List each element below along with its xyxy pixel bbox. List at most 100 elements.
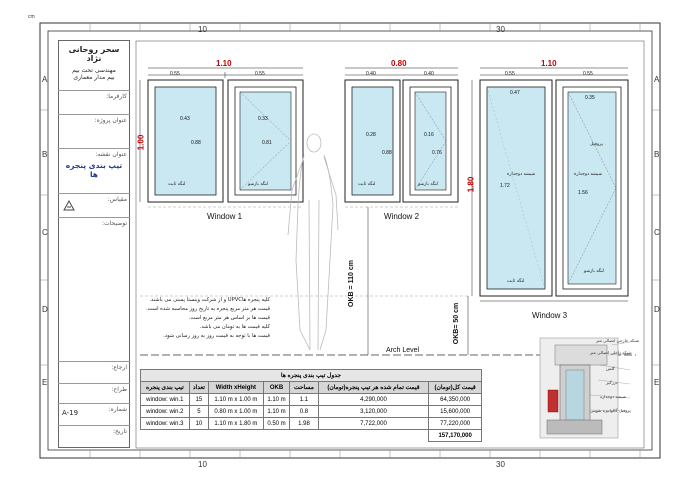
- company-line-1: مهندسی تحت بیم: [72, 67, 116, 74]
- window-2-fixed-tag: لنگه ثابت: [358, 182, 376, 187]
- window-2-sub-w2: 0.40: [424, 71, 434, 77]
- cell-type: window: win.2: [140, 405, 190, 418]
- employer-label: کارفرما:: [106, 93, 127, 100]
- cell-unit-price: 3,120,000: [317, 405, 430, 418]
- window-3-sub-w1: 0.55: [505, 71, 515, 77]
- window-3-sub-w2: 0.55: [583, 71, 593, 77]
- description-label: توضیحات:: [101, 220, 127, 227]
- ruler-top-30: 30: [496, 25, 505, 34]
- note-item: قیمت ها با توجه به قیمت روز به روز رسانی…: [163, 333, 270, 339]
- header-unit-price: قیمت تمام شده هر تیپ پنجره(تومان): [317, 381, 430, 394]
- project-field: عنوان پروژه:: [58, 115, 130, 149]
- window-1-fixed-tag: لنگه ثابت: [168, 182, 186, 187]
- table-row: window: win.1 15 1.10 m x 1.00 m 1.10 m …: [140, 393, 482, 406]
- sheet-number-field: شماره: A-19: [58, 404, 130, 426]
- window-2-label: Window 2: [384, 212, 420, 221]
- window-3-height: 1.80: [466, 176, 476, 193]
- cell-size: 0.80 m x 1.00 m: [208, 405, 264, 418]
- cell-count: 10: [188, 417, 210, 430]
- cell-area: 1.98: [289, 417, 319, 430]
- title-block: [58, 40, 130, 448]
- header-size: Width xHeight: [208, 381, 264, 394]
- note-item: قیمت هر متر مربع پنجره به تاریخ روز محاس…: [146, 306, 270, 312]
- title-block-header: سحر روحانی نژاد مهندسی تحت بیم بیم مدار …: [58, 41, 130, 91]
- profile-label: شبکه خارجی اتصالی متر: [596, 338, 640, 343]
- sheet-title: تیپ بندی پنجره ها: [65, 161, 123, 179]
- window-3-glass-h2: 1.56: [578, 190, 588, 196]
- cell-size: 1.10 m x 1.00 m: [208, 393, 264, 406]
- window-2-sub-w1: 0.40: [366, 71, 376, 77]
- cell-size: 1.10 m x 1.80 m: [208, 417, 264, 430]
- window-3-glass-w2: 0.35: [585, 95, 595, 101]
- scale-label: مقیاس:: [107, 196, 127, 203]
- profile-label: پروفیل گالوانیزه تقویتی: [590, 408, 631, 413]
- okb-110-label: OKB = 110 cm: [347, 260, 355, 307]
- cell-count: 15: [188, 393, 210, 406]
- window-3-profile-text: پروفیل: [590, 142, 603, 147]
- cell-total-price: 15,600,000: [428, 405, 482, 418]
- window-3-elevation: [471, 67, 629, 302]
- window-1-glass-h2: 0.81: [262, 140, 272, 146]
- window-3-glass-w1: 0.47: [510, 90, 520, 96]
- okb-50-label: OKB= 50 cm: [453, 302, 461, 345]
- window-1-height: 1.00: [136, 134, 146, 151]
- scale-field: مقیاس:: [58, 194, 130, 218]
- window-3-glass-text-1: شیشه دوجداره: [507, 172, 536, 177]
- ruler-right-e: E: [654, 378, 660, 387]
- revision-field: ارجاع:: [58, 362, 130, 384]
- human-figure: [287, 133, 339, 351]
- profile-label: شبکه داخلی اتصالی متر: [590, 350, 632, 355]
- header-count: تعداد: [188, 381, 210, 394]
- designer-field: طراح:: [58, 384, 130, 404]
- employer-field: کارفرما:: [58, 91, 130, 115]
- company-line-2: بیم مدار معماری: [73, 74, 115, 81]
- cell-okb: 1.10 m: [262, 393, 291, 406]
- window-3-glass-text-2: شیشه دوجداره: [574, 172, 603, 177]
- note-item: کلیه پنجره هاUPVC و از شرکت وینستا پستی …: [149, 297, 270, 303]
- ruler-left-c: C: [42, 228, 48, 237]
- window-2-width: 0.80: [391, 59, 407, 68]
- cell-area: 1.1: [289, 393, 319, 406]
- arch-level-label: Arch Level: [386, 347, 420, 354]
- window-2-glass-h2: 0.76: [432, 150, 442, 156]
- ruler-right-c: C: [654, 228, 660, 237]
- ruler-bottom-10: 10: [198, 460, 207, 469]
- profile-section-illustration: [539, 337, 631, 439]
- note-item: کلیه قیمت ها به تومان می باشد.: [199, 324, 270, 330]
- description-field: توضیحات:: [58, 218, 130, 362]
- sheet-number: A-19: [62, 409, 79, 417]
- header-total-price: قیمت کل(تومان): [428, 381, 482, 394]
- project-label: عنوان پروژه:: [94, 117, 127, 124]
- window-2-glass-w2: 0.16: [424, 132, 434, 138]
- cell-okb: 0.50 m: [262, 417, 291, 430]
- window-1-glass-h1: 0.88: [191, 140, 201, 146]
- date-label: تاریخ:: [113, 428, 127, 435]
- window-2-elevation: [344, 67, 459, 208]
- sheet-title-field: عنوان نقشه: تیپ بندی پنجره ها: [58, 149, 130, 194]
- ruler-top-10: 10: [198, 25, 207, 34]
- window-schedule-table: جدول تیپ بندی پنجره ها تیپ بندی پنجره تع…: [140, 369, 482, 442]
- window-2-glass-w1: 0.28: [366, 132, 376, 138]
- schedule-title: جدول تیپ بندی پنجره ها: [140, 369, 482, 382]
- ruler-right-a: A: [654, 75, 660, 84]
- ruler-right-b: B: [654, 150, 660, 159]
- window-1-glass-w1: 0.43: [180, 116, 190, 122]
- window-3-width: 1.10: [541, 59, 557, 68]
- window-2-glass-h1: 0.88: [382, 150, 392, 156]
- profile-label: گلس: [606, 366, 615, 371]
- cell-okb: 1.10 m: [262, 405, 291, 418]
- cell-total-price: 77,220,000: [428, 417, 482, 430]
- header-type: تیپ بندی پنجره: [140, 381, 190, 394]
- profile-label: شیشه دوجداره: [600, 394, 627, 399]
- cell-type: window: win.1: [140, 393, 190, 406]
- cell-total-price: 64,350,000: [428, 393, 482, 406]
- schedule-total: 157,170,000: [428, 429, 482, 442]
- table-row: window: win.2 5 0.80 m x 1.00 m 1.10 m 0…: [140, 405, 482, 418]
- scale-icon: [63, 199, 75, 211]
- window-3-fixed-tag: لنگه ثابت: [507, 279, 525, 284]
- date-field: تاریخ:: [58, 426, 130, 447]
- window-3-glass-h1: 1.72: [500, 183, 510, 189]
